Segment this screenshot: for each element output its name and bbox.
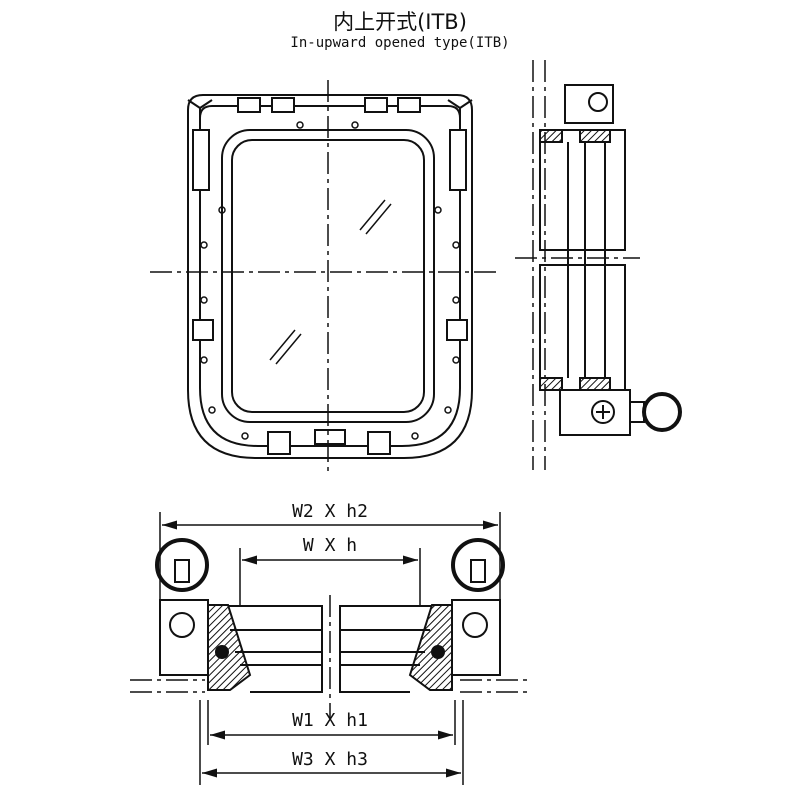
title-english: In-upward opened type(ITB) [290,35,510,51]
front-view [150,80,500,472]
dimension-w3-h3: W3 X h3 [292,749,368,770]
dimension-w1-h1: W1 X h1 [292,710,368,731]
dimension-w-h: W X h [303,535,357,556]
side-view [515,60,682,470]
section-view [130,512,530,785]
dimension-w2-h2: W2 X h2 [292,501,368,522]
title-chinese: 内上开式(ITB) [333,10,467,34]
